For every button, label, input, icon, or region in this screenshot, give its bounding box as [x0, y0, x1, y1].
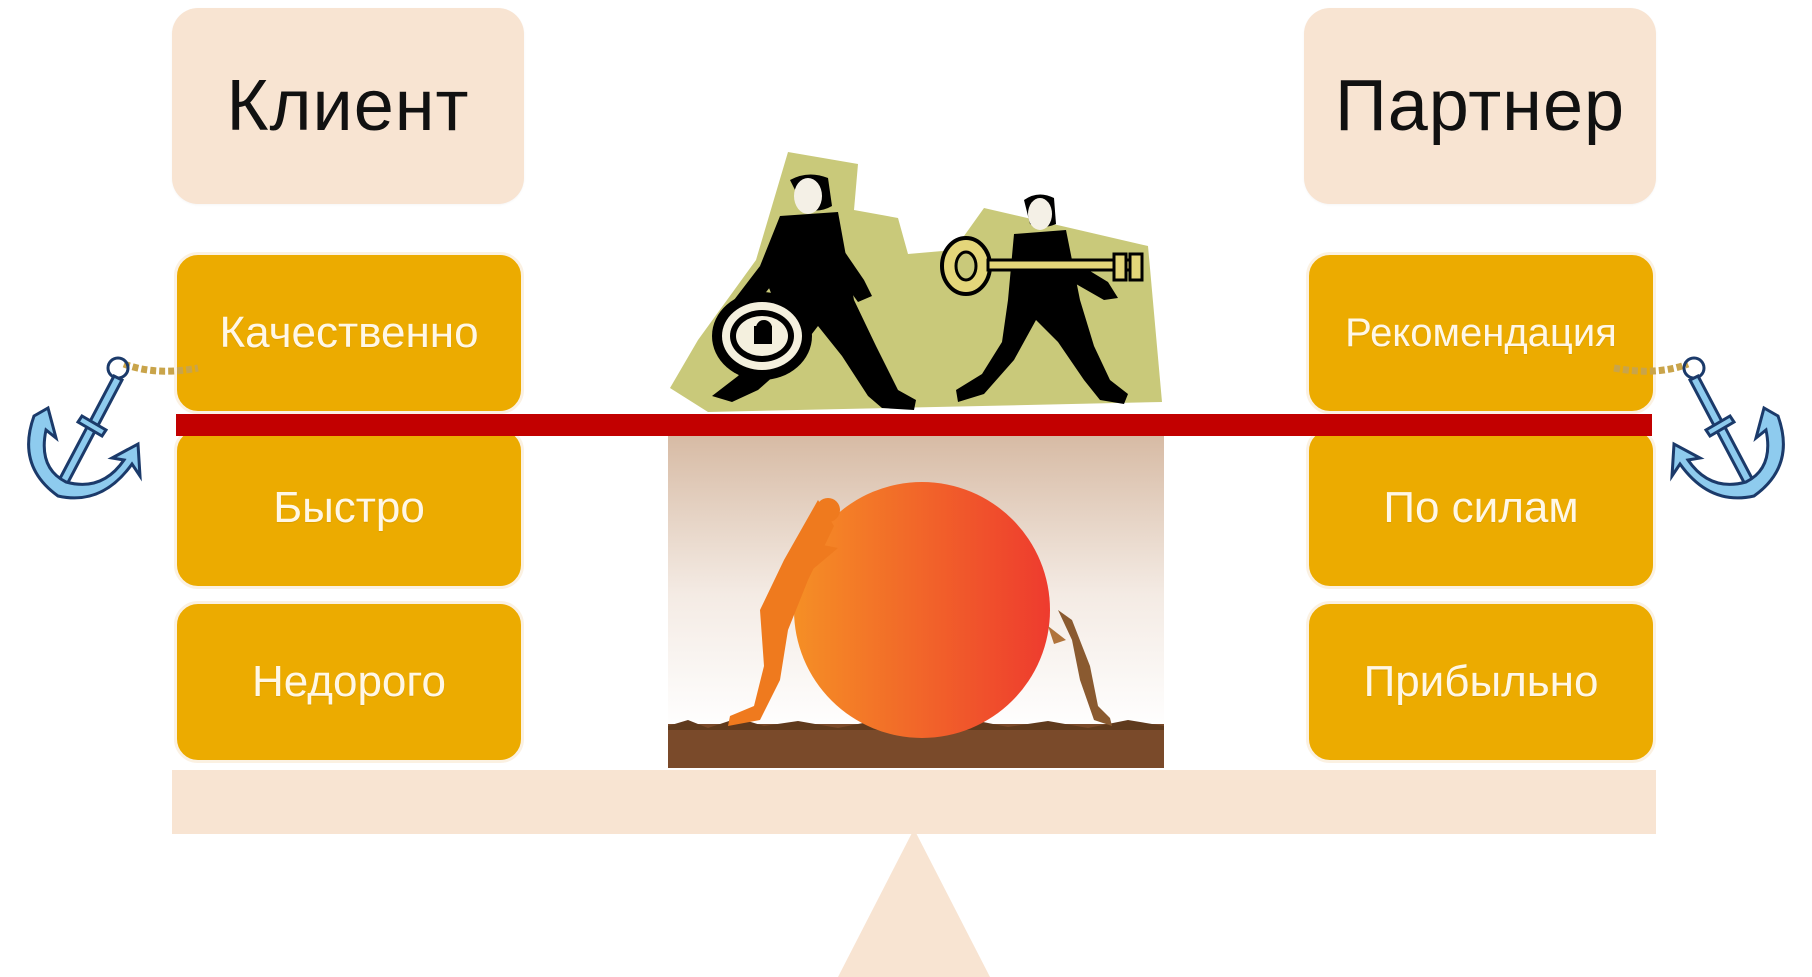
client-item-label: Недорого — [252, 657, 446, 707]
client-item-quality: Качественно — [174, 252, 524, 414]
partner-header: Партнер — [1304, 8, 1656, 204]
client-header: Клиент — [172, 8, 524, 204]
client-title: Клиент — [227, 65, 470, 147]
balance-beam — [176, 414, 1652, 436]
people-pushing-ball-icon — [668, 430, 1164, 768]
partner-item-recommendation: Рекомендация — [1306, 252, 1656, 414]
partner-item-label: По силам — [1383, 483, 1578, 533]
client-item-fast: Быстро — [174, 427, 524, 589]
partner-item-feasible: По силам — [1306, 427, 1656, 589]
partner-item-label: Рекомендация — [1345, 311, 1617, 356]
client-item-label: Быстро — [273, 483, 425, 533]
client-item-label: Качественно — [219, 308, 478, 358]
partner-title: Партнер — [1335, 65, 1625, 147]
scale-fulcrum — [838, 829, 990, 977]
partner-item-label: Прибыльно — [1364, 657, 1599, 707]
anchor-icon — [6, 346, 206, 516]
client-item-cheap: Недорого — [174, 601, 524, 763]
partner-item-profitable: Прибыльно — [1306, 601, 1656, 763]
anchor-icon — [1606, 346, 1806, 516]
businessmen-with-key-icon — [668, 150, 1168, 420]
scale-base — [172, 770, 1656, 834]
